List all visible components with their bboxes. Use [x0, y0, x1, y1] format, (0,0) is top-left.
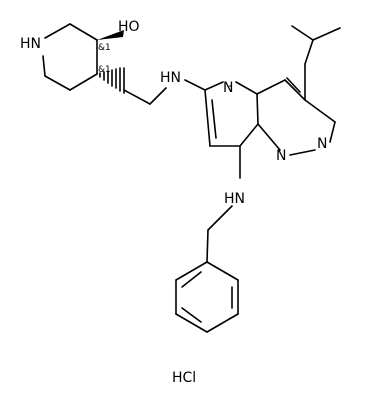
atom-oh: HO — [118, 19, 140, 35]
atom-nh-link: HN — [160, 70, 181, 86]
stereo-label-c4: &1 — [98, 65, 111, 75]
pyrazole-ring — [256, 77, 336, 156]
salt-label: HCl — [172, 370, 196, 386]
linker-bonds — [123, 79, 206, 105]
atom-n-pyrazole: N — [317, 136, 327, 152]
piperidine-ring — [42, 23, 98, 91]
stereo-label-c3: &1 — [98, 43, 111, 53]
stereo-bonds — [97, 30, 125, 94]
benzene-ring — [175, 261, 239, 333]
atom-nh-benzyl: HN — [224, 191, 245, 207]
pyrimidine-ring — [204, 81, 259, 147]
isopropyl-group — [291, 25, 341, 101]
atom-n-bridge: N — [276, 148, 286, 164]
atom-n-pyrimidine: N — [223, 80, 233, 96]
benzylamine-group — [206, 145, 241, 263]
atom-nh-ring: HN — [20, 36, 41, 52]
hashed-bond — [99, 67, 125, 94]
